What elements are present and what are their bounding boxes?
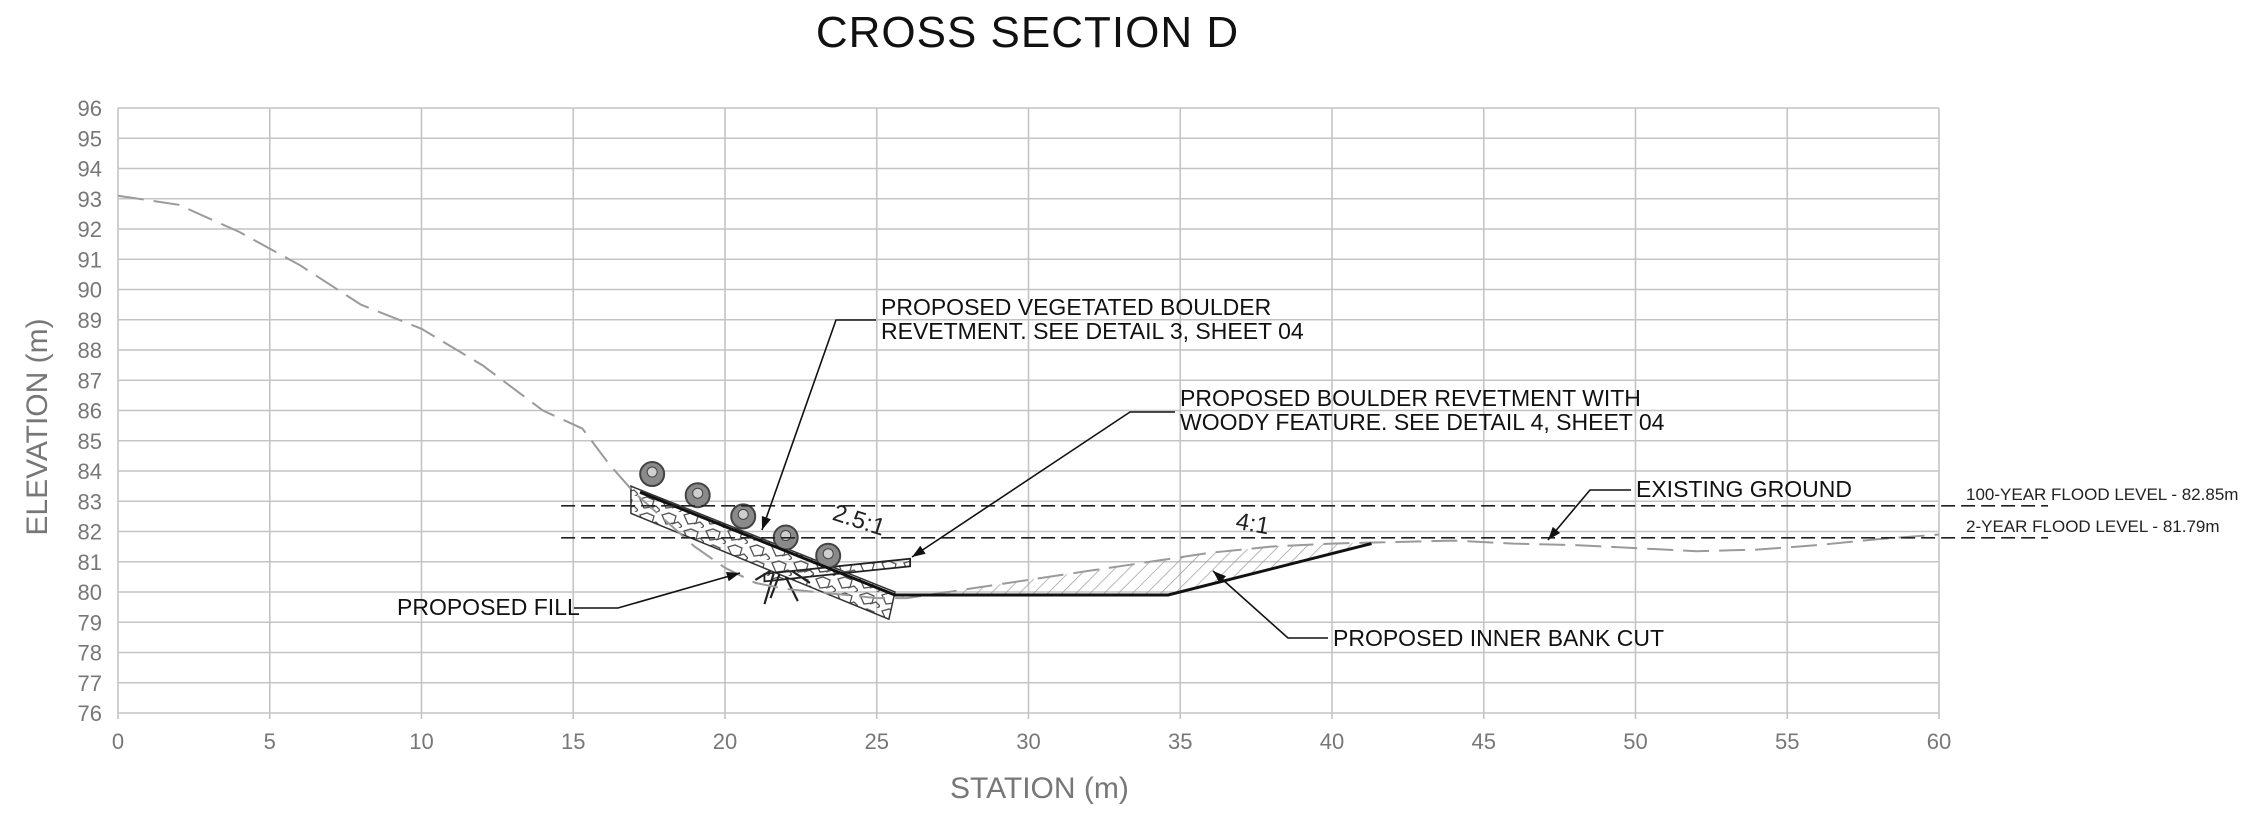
annotation-vegetated-revetment: PROPOSED VEGETATED BOULDER REVETMENT. SE…: [881, 295, 1304, 343]
x-tick-label: 50: [1623, 729, 1647, 754]
x-tick-label: 20: [713, 729, 737, 754]
x-tick-label: 5: [264, 729, 276, 754]
y-tick-label: 91: [78, 247, 102, 272]
fill-areas: [630, 461, 1372, 621]
y-tick-label: 88: [78, 338, 102, 363]
y-tick-label: 89: [78, 308, 102, 333]
inner-bank-cut-hatch: [894, 542, 1372, 599]
y-tick-label: 76: [78, 701, 102, 726]
x-tick-label: 35: [1168, 729, 1192, 754]
vegetated-revetment-leader: [761, 319, 876, 531]
y-tick-label: 80: [78, 580, 102, 605]
y-tick-label: 92: [78, 217, 102, 242]
proposed-fill-leader-arrow: [726, 572, 740, 582]
flood-level-lines: 100-YEAR FLOOD LEVEL - 82.85m 2-YEAR FLOO…: [561, 485, 2238, 539]
root-wad-stroke: [791, 569, 811, 584]
x-axis-title: STATION (m): [950, 772, 1129, 805]
flood-level-label: 100-YEAR FLOOD LEVEL - 82.85m: [1966, 485, 2238, 504]
root-wad-stroke: [763, 573, 775, 605]
shrub-icon: [780, 530, 792, 542]
proposed-fill-leader: [574, 572, 741, 609]
existing-ground-line: [117, 194, 1940, 600]
x-tick-label: 15: [561, 729, 585, 754]
annotation-line: PROPOSED BOULDER REVETMENT WITH: [1180, 385, 1641, 411]
annotation-existing-ground: EXISTING GROUND: [1636, 476, 1852, 502]
drawing-title: CROSS SECTION D: [815, 8, 1240, 57]
y-tick-label: 87: [78, 368, 102, 393]
y-tick-label: 85: [78, 429, 102, 454]
x-tick-label: 30: [1016, 729, 1040, 754]
y-tick-label: 83: [78, 489, 102, 514]
x-tick-label: 60: [1927, 729, 1951, 754]
x-tick-label: 10: [409, 729, 433, 754]
annotation-line: REVETMENT. SEE DETAIL 3, SHEET 04: [881, 318, 1304, 344]
existing-ground-leader: [1547, 489, 1631, 541]
woody-feature-leader: [911, 411, 1175, 558]
y-tick-label: 81: [78, 550, 102, 575]
annotation-line: WOODY FEATURE. SEE DETAIL 4, SHEET 04: [1180, 409, 1665, 435]
x-tick-label: 0: [112, 729, 124, 754]
y-tick-label: 79: [78, 610, 102, 635]
x-tick-label: 55: [1775, 729, 1799, 754]
tick-labels: 76 77 78 79 80 81 82 83 84 85 86 87 88 89 90 91 92 93 94 95…: [78, 96, 1952, 754]
y-tick-label: 90: [78, 278, 102, 303]
slope-label: 4:1: [1234, 508, 1272, 540]
annotation-line: PROPOSED VEGETATED BOULDER: [881, 294, 1272, 320]
y-tick-label: 95: [78, 126, 102, 151]
slope-label: 2.5:1: [829, 499, 888, 541]
y-tick-label: 78: [78, 641, 102, 666]
y-tick-label: 84: [78, 459, 102, 484]
boulder-revetment-band: [630, 485, 896, 621]
woody-feature-leader-arrow: [912, 545, 926, 557]
existing-ground-leader-arrow: [1548, 526, 1561, 540]
annotation-inner-bank-cut: PROPOSED INNER BANK CUT: [1333, 625, 1664, 651]
inner-bank-cut-leader: [1212, 570, 1328, 639]
flood-level-label: 2-YEAR FLOOD LEVEL - 81.79m: [1966, 517, 2220, 536]
shrub-icon: [737, 508, 749, 520]
annotation-woody-feature: PROPOSED BOULDER REVETMENT WITH WOODY FE…: [1180, 386, 1664, 434]
annotation-proposed-fill: PROPOSED FILL: [397, 594, 580, 620]
y-tick-label: 86: [78, 399, 102, 424]
y-tick-label: 94: [78, 157, 102, 182]
x-tick-label: 40: [1320, 729, 1344, 754]
proposed-grade-line: [639, 490, 1372, 597]
y-tick-label: 77: [78, 671, 102, 696]
annotation-leaders: [574, 319, 1631, 639]
x-tick-label: 25: [865, 729, 889, 754]
shrub-icon: [822, 548, 834, 560]
y-tick-label: 82: [78, 520, 102, 545]
inner-bank-cut-leader-arrow: [1213, 571, 1227, 584]
shrub-icon: [646, 466, 658, 478]
shrub-icon: [692, 487, 704, 499]
x-tick-label: 45: [1472, 729, 1496, 754]
y-tick-label: 93: [78, 187, 102, 212]
root-wad-stroke: [754, 569, 772, 581]
y-tick-label: 96: [78, 96, 102, 121]
grid-lines: [117, 107, 1940, 719]
vegetated-revetment-leader-arrow: [761, 516, 771, 530]
